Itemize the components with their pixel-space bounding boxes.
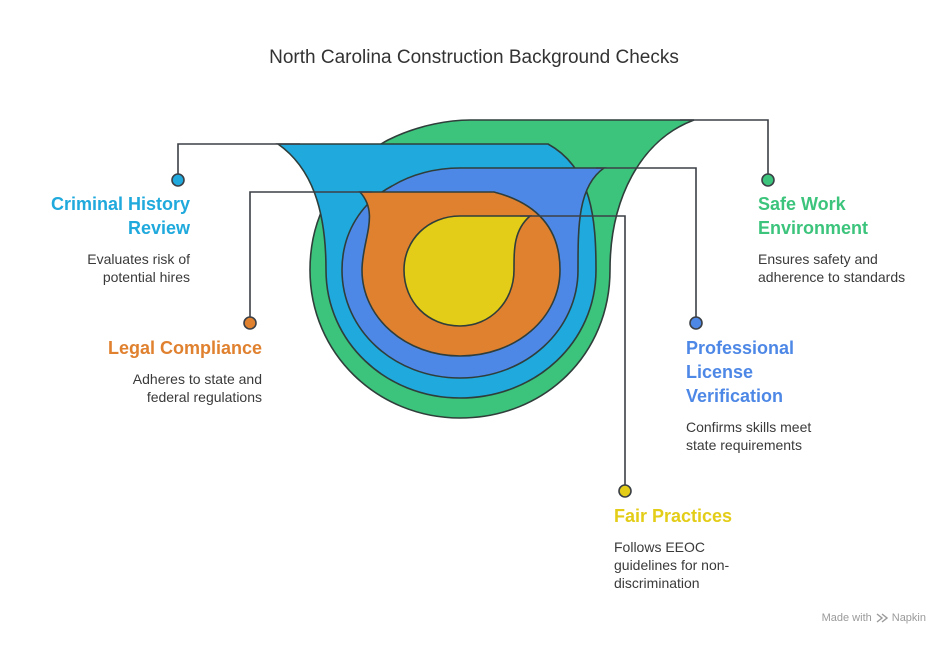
connector-criminal-history bbox=[177, 143, 300, 180]
heading-line: Review bbox=[127, 218, 190, 238]
heading-line: Safe Work bbox=[758, 194, 846, 214]
heading-line: Fair Practices bbox=[614, 506, 733, 526]
dot-criminal-history bbox=[171, 173, 185, 187]
connector-fair-practices bbox=[520, 215, 626, 491]
desc-legal-compliance: Adheres to state and federal regulations bbox=[42, 370, 262, 406]
heading-safe-work: Safe Work Environment bbox=[758, 192, 938, 240]
napkin-brand: Napkin bbox=[891, 612, 926, 624]
label-legal-compliance: Legal Compliance Adheres to state and fe… bbox=[42, 336, 262, 406]
heading-line: Environment bbox=[758, 218, 869, 238]
heading-line: Criminal History bbox=[50, 194, 190, 214]
heading-license: Professional License Verification bbox=[686, 336, 886, 408]
desc-line: potential hires bbox=[102, 269, 190, 285]
desc-line: state requirements bbox=[686, 437, 802, 453]
label-license: Professional License Verification Confir… bbox=[686, 336, 886, 454]
heading-line: Legal Compliance bbox=[107, 338, 262, 358]
desc-fair-practices: Follows EEOC guidelines for non- discrim… bbox=[614, 538, 814, 592]
desc-line: discrimination bbox=[614, 575, 700, 591]
heading-criminal-history: Criminal History Review bbox=[0, 192, 190, 240]
desc-safe-work: Ensures safety and adherence to standard… bbox=[758, 250, 938, 286]
desc-line: Evaluates risk of bbox=[87, 251, 190, 267]
dot-fair-practices bbox=[618, 484, 632, 498]
desc-line: Adheres to state and bbox=[132, 371, 262, 387]
desc-line: Ensures safety and bbox=[758, 251, 878, 267]
layer-yellow-fair-practices bbox=[403, 215, 533, 327]
heading-line: License bbox=[686, 362, 754, 382]
label-safe-work: Safe Work Environment Ensures safety and… bbox=[758, 192, 938, 286]
desc-line: federal regulations bbox=[146, 389, 262, 405]
napkin-logo-icon bbox=[876, 613, 888, 623]
made-with-text: Made with bbox=[821, 612, 872, 624]
dot-license bbox=[689, 316, 703, 330]
connector-safe-work bbox=[680, 119, 769, 180]
desc-line: guidelines for non- bbox=[614, 557, 730, 573]
dot-safe-work bbox=[761, 173, 775, 187]
heading-legal-compliance: Legal Compliance bbox=[42, 336, 262, 360]
desc-license: Confirms skills meet state requirements bbox=[686, 418, 886, 454]
heading-line: Professional bbox=[686, 338, 795, 358]
label-criminal-history: Criminal History Review Evaluates risk o… bbox=[0, 192, 190, 286]
connector-legal-compliance bbox=[249, 191, 372, 323]
heading-line: Verification bbox=[686, 386, 784, 406]
label-fair-practices: Fair Practices Follows EEOC guidelines f… bbox=[614, 504, 814, 592]
made-with-credit: Made with Napkin bbox=[822, 612, 926, 624]
connector-license bbox=[596, 167, 697, 323]
desc-criminal-history: Evaluates risk of potential hires bbox=[0, 250, 190, 286]
dot-legal-compliance bbox=[243, 316, 257, 330]
diagram-title: North Carolina Construction Background C… bbox=[269, 47, 679, 68]
desc-line: Confirms skills meet bbox=[686, 419, 812, 435]
desc-line: Follows EEOC bbox=[614, 539, 706, 555]
desc-line: adherence to standards bbox=[758, 269, 906, 285]
heading-fair-practices: Fair Practices bbox=[614, 504, 814, 528]
